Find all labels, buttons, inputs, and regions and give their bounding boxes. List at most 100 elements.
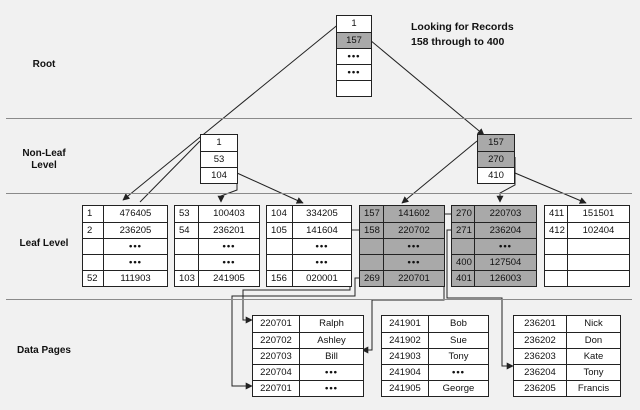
leaf-key-cell: 157 xyxy=(364,208,380,219)
leaf-key-cell: 400 xyxy=(452,254,474,270)
pointer-leaf-270 xyxy=(361,213,452,354)
leaf-pointer-cell xyxy=(567,254,629,270)
node-key-cell: 157 xyxy=(478,135,514,151)
leaf-pointer-cell: ••• xyxy=(198,238,259,254)
leaf-pointer-cell: 151501 xyxy=(567,206,629,222)
leaf-key-cell: 412 xyxy=(545,222,567,238)
record-name-cell: Tony xyxy=(566,364,620,380)
record-name-cell: Bob xyxy=(428,316,488,332)
leaf-pointer-cell: ••• xyxy=(292,254,351,270)
record-id-cell: 241904 xyxy=(382,364,428,380)
record-name-cell: ••• xyxy=(299,364,363,380)
leaf-key-cell xyxy=(545,270,567,286)
leaf-key-cell xyxy=(360,254,383,270)
leaf-pointer-cell: 236205 xyxy=(103,222,167,238)
node-key-cell xyxy=(337,80,371,96)
pointer-nl-left-104 xyxy=(236,172,304,204)
row-label-leaf: Leaf Level xyxy=(19,238,69,249)
divider-line xyxy=(6,299,632,300)
node-key-cell: 410 xyxy=(478,167,514,183)
leaf-key-cell: 105 xyxy=(267,222,292,238)
leaf-pointer-cell: 100403 xyxy=(198,206,259,222)
row-label-nonleaf: Non-Leaf Level xyxy=(22,148,66,171)
leaf-key-cell: 270 xyxy=(452,206,474,222)
leaf-key-cell xyxy=(360,238,383,254)
search-caption: Looking for Records 158 through to 400 xyxy=(411,20,541,50)
record-name-cell: Don xyxy=(566,332,620,348)
leaf-pointer-cell: 141604 xyxy=(292,222,351,238)
leaf-pointer-cell: 220702 xyxy=(383,222,444,238)
record-id-cell: 236203 xyxy=(514,348,566,364)
divider-line xyxy=(6,118,632,119)
leaf-key-cell: 52 xyxy=(83,270,103,286)
node-key-cell: 104 xyxy=(201,167,237,183)
leaf-pointer-cell: 127504 xyxy=(474,254,536,270)
leaf-key-cell: 158 xyxy=(360,222,383,238)
record-name-cell: Kate xyxy=(566,348,620,364)
node-key-cell: 157 xyxy=(337,32,371,48)
leaf-key-cell: 53 xyxy=(179,208,190,219)
record-name-cell: Tony xyxy=(428,348,488,364)
leaf-pointer-cell: 236201 xyxy=(198,222,259,238)
leaf-pointer-cell: ••• xyxy=(474,238,536,254)
leaf-key-cell xyxy=(175,238,198,254)
leaf-pointer-cell: 020001 xyxy=(292,270,351,286)
pointer-nl-right-270 xyxy=(496,157,516,203)
leaf-pointer-cell: 141602 xyxy=(383,206,444,222)
leaf-pointer-cell: 334205 xyxy=(292,206,351,222)
leaf-key-cell xyxy=(545,238,567,254)
row-label-root: Root xyxy=(32,59,56,70)
pointer-nl-right-157 xyxy=(401,140,478,204)
record-id-cell: 236201 xyxy=(524,318,556,329)
leaf-pointer-cell: 220703 xyxy=(474,206,536,222)
leaf-key-cell: 2 xyxy=(83,222,103,238)
record-id-cell: 236205 xyxy=(514,380,566,396)
leaf-pointer-cell: 111903 xyxy=(103,270,167,286)
leaf-key-cell: 104 xyxy=(271,208,287,219)
leaf-key-cell: 54 xyxy=(175,222,198,238)
record-id-cell: 241903 xyxy=(382,348,428,364)
pointer-leaf-271 xyxy=(446,229,514,370)
leaf-pointer-cell: ••• xyxy=(383,238,444,254)
leaf-key-cell: 411 xyxy=(549,208,565,219)
divider-line xyxy=(6,193,632,194)
record-id-cell: 220704 xyxy=(253,364,299,380)
leaf-pointer-cell: ••• xyxy=(103,254,167,270)
pointer-nl-left-1 xyxy=(139,140,201,203)
pointer-root-to-nonleaf-right xyxy=(369,39,485,136)
leaf-pointer-cell xyxy=(567,238,629,254)
record-id-cell: 220701 xyxy=(260,318,292,329)
leaf-pointer-cell: ••• xyxy=(198,254,259,270)
leaf-key-cell: 401 xyxy=(452,270,474,286)
record-name-cell: Ralph xyxy=(299,316,363,332)
search-caption-line: Looking for Records xyxy=(411,21,514,33)
pointer-root-to-nonleaf-left xyxy=(122,22,341,201)
pointer-leaf-269 xyxy=(231,277,360,390)
record-id-cell: 220703 xyxy=(253,348,299,364)
leaf-pointer-cell: ••• xyxy=(292,238,351,254)
record-name-cell: ••• xyxy=(428,364,488,380)
leaf-key-cell xyxy=(545,254,567,270)
leaf-pointer-cell xyxy=(567,270,629,286)
leaf-key-cell: 103 xyxy=(175,270,198,286)
record-id-cell: 241901 xyxy=(389,318,421,329)
leaf-key-cell: 156 xyxy=(267,270,292,286)
leaf-pointer-cell: 241905 xyxy=(198,270,259,286)
leaf-key-cell: 269 xyxy=(360,270,383,286)
record-name-cell: Ashley xyxy=(299,332,363,348)
leaf-pointer-cell: 476405 xyxy=(103,206,167,222)
node-key-cell: ••• xyxy=(337,64,371,80)
record-id-cell: 236202 xyxy=(514,332,566,348)
node-key-cell: 53 xyxy=(201,151,237,167)
